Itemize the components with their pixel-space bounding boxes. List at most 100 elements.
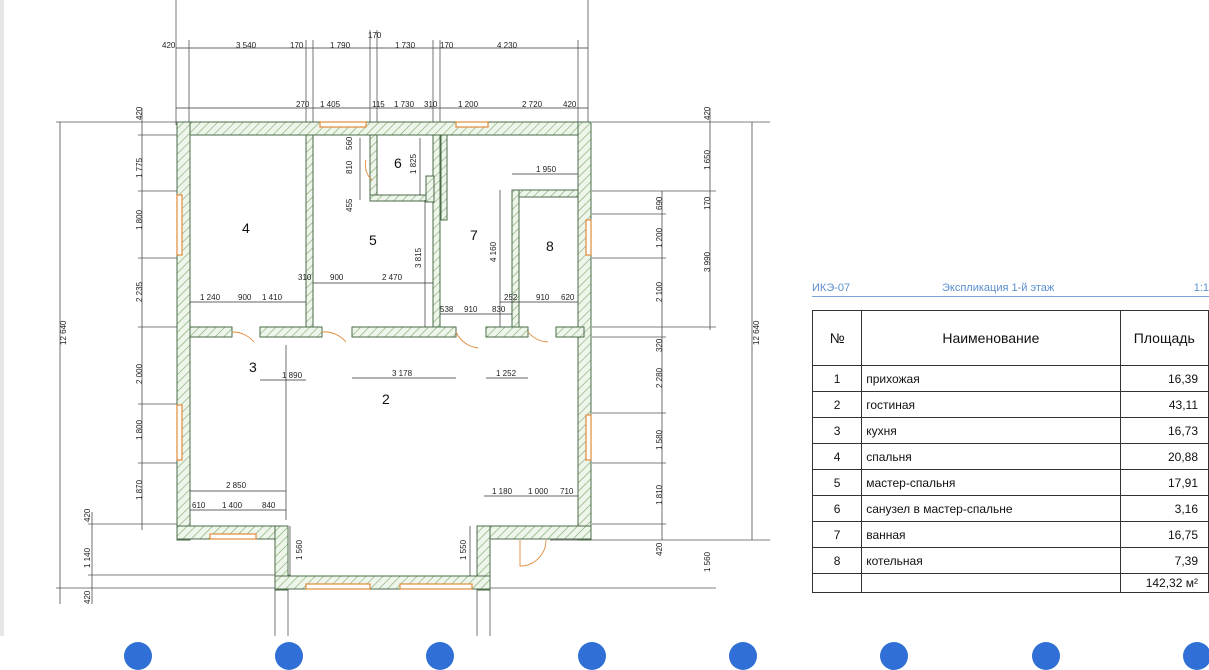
left-dim: 420 [135,106,144,120]
table-total-row: 142,32 м² [811,573,1209,593]
room-numbers: 4 5 6 7 8 3 2 [242,155,554,407]
badge-icon [880,642,908,670]
room-number-6: 6 [394,155,402,171]
interior-dim: 1 560 [295,539,304,560]
row-name: прихожая [861,365,1121,392]
left-dim: 1 775 [135,157,144,178]
row-area: 7,39 [1119,547,1209,574]
left-dim: 420 [83,590,92,604]
row-name: гостиная [861,391,1121,418]
row-area: 16,39 [1119,365,1209,392]
top-dim-inner: 1 200 [458,100,479,109]
room-number-2: 2 [382,391,390,407]
top-dim-outer: 1 730 [395,41,416,50]
top-dim-inner: 310 [424,100,438,109]
right-dim: 1 810 [655,484,664,505]
interior-dim: 610 [192,501,206,510]
row-name: кухня [861,417,1121,444]
right-dim: 170 [703,196,712,210]
windows [176,121,592,590]
right-dim: 320 [655,338,664,352]
top-dim-inner: 420 [563,100,577,109]
row-num: 6 [811,495,863,522]
row-name: котельная [861,547,1121,574]
interior-dim: 900 [238,293,252,302]
row-area: 20,88 [1119,443,1209,470]
badge-icon [578,642,606,670]
row-num: 1 [811,365,863,392]
top-dim-outer: 170 [440,41,454,50]
interior-dim: 1 950 [536,165,557,174]
right-dim: 1 580 [655,429,664,450]
row-name: ванная [861,521,1121,548]
left-total-dim: 12 640 [59,320,68,345]
explication-header: ИКЭ-07 Экспликация 1-й этаж 1:1 [812,282,1209,297]
interior-dim: 620 [561,293,575,302]
doors [231,159,549,567]
interior-dim: 1 410 [262,293,283,302]
top-dim-outer: 3 540 [236,41,257,50]
right-dim: 690 [655,196,664,210]
right-dim: 1 560 [703,551,712,572]
right-total-dim: 12 640 [752,320,761,345]
left-dim: 1 800 [135,419,144,440]
top-dim-outer: 1 790 [330,41,351,50]
top-dim-inner: 115 [372,100,385,109]
interior-dim: 1 180 [492,487,513,496]
top-dim-inner: 1 730 [394,100,415,109]
right-dim: 420 [703,106,712,120]
right-dim: 3 990 [703,251,712,272]
badge-icon [729,642,757,670]
interior-dim: 910 [464,305,478,314]
right-dim: 420 [655,542,664,556]
interior-dim: 310 [298,273,312,282]
interior-dim: 560 [345,136,354,150]
interior-dim: 1 000 [528,487,549,496]
top-dimension-chain [175,0,589,125]
table-header-row: № Наименование Площадь [811,310,1209,366]
interior-dim: 840 [262,501,276,510]
interior-dim: 810 [345,160,354,174]
col-header-name: Наименование [861,310,1121,366]
row-area: 17,91 [1119,469,1209,496]
interior-dim: 900 [330,273,344,282]
right-dim: 2 100 [655,281,664,302]
interior-dimensions [190,138,578,576]
interior-dimension-labels: 1 240 900 1 410 310 900 2 470 538 910 83… [192,136,575,560]
top-dim-inner: 1 405 [320,100,341,109]
top-dim-outer: 420 [162,41,176,50]
room-number-7: 7 [470,227,478,243]
room-number-3: 3 [249,359,257,375]
interior-dim: 4 160 [489,241,498,262]
row-area: 43,11 [1119,391,1209,418]
interior-dim: 538 [440,305,454,314]
row-num: 3 [811,417,863,444]
right-dim: 2 280 [655,367,664,388]
top-dim-outer: 170 [290,41,304,50]
room-number-5: 5 [369,232,377,248]
row-area: 16,73 [1119,417,1209,444]
badge-icon [124,642,152,670]
interior-dim: 3 178 [392,369,413,378]
row-num: 7 [811,521,863,548]
right-dimension-chain [490,108,770,589]
row-name: санузел в мастер-спальне [861,495,1121,522]
row-name: спальня [861,443,1121,470]
top-dim-outer: 4 230 [497,41,518,50]
interior-dim: 710 [560,487,574,496]
interior-dim: 1 252 [496,369,517,378]
interior-dim: 910 [536,293,550,302]
bottom-icon-strip [0,636,1209,670]
row-num: 5 [811,469,863,496]
left-dim: 2 235 [135,281,144,302]
top-dim-inner: 270 [296,100,310,109]
row-area: 16,75 [1119,521,1209,548]
left-dim: 2 000 [135,363,144,384]
